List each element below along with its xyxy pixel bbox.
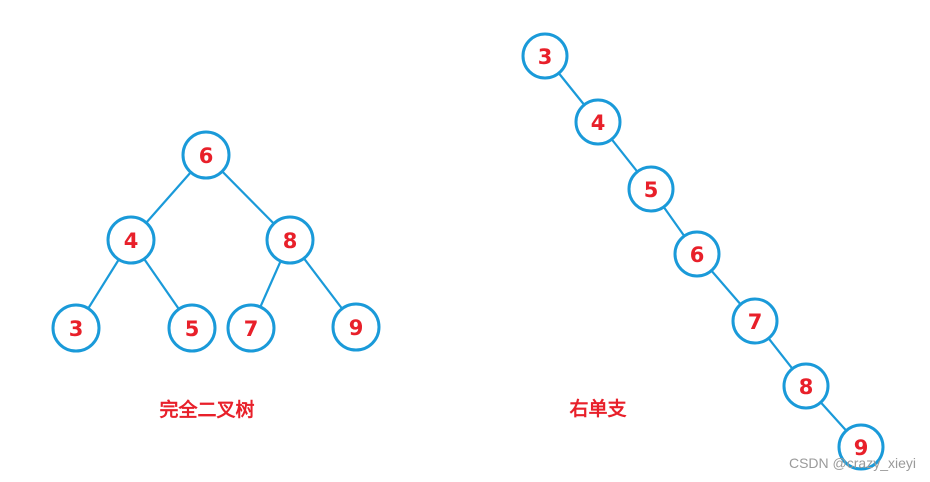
node-label: 6	[690, 243, 705, 267]
tree-node: 6	[181, 130, 231, 180]
node-circle	[673, 230, 721, 278]
node-circle	[226, 303, 276, 353]
node-label: 9	[854, 436, 869, 460]
tree-node: 3	[521, 32, 569, 80]
nodes: 6 4 8 3 5 7 9	[51, 130, 381, 353]
right-skewed-tree-diagram: 3 4 5 6 7 8 9 右单支	[521, 32, 885, 471]
node-circle	[51, 303, 101, 353]
node-circle	[181, 130, 231, 180]
tree-node: 4	[574, 98, 622, 146]
node-label: 3	[538, 45, 553, 69]
tree-node: 8	[265, 215, 315, 265]
node-circle	[574, 98, 622, 146]
node-label: 5	[185, 317, 200, 341]
tree-node: 5	[627, 165, 675, 213]
nodes: 3 4 5 6 7 8 9	[521, 32, 885, 471]
node-circle	[521, 32, 569, 80]
node-circle	[106, 215, 156, 265]
tree-node: 3	[51, 303, 101, 353]
node-label: 3	[69, 317, 84, 341]
node-circle	[331, 302, 381, 352]
tree-node: 7	[731, 297, 779, 345]
tree-node: 9	[837, 423, 885, 471]
node-label: 4	[124, 229, 139, 253]
node-circle	[627, 165, 675, 213]
watermark: CSDN @crazy_xieyi	[789, 455, 916, 471]
node-circle	[731, 297, 779, 345]
caption-complete-binary-tree: 完全二叉树	[159, 398, 254, 421]
node-circle	[782, 362, 830, 410]
node-circle	[265, 215, 315, 265]
tree-node: 8	[782, 362, 830, 410]
node-label: 7	[748, 310, 763, 334]
node-label: 4	[591, 111, 606, 135]
node-label: 7	[244, 317, 259, 341]
tree-node: 7	[226, 303, 276, 353]
caption-right-skewed-tree: 右单支	[568, 397, 627, 420]
node-circle	[837, 423, 885, 471]
tree-node: 6	[673, 230, 721, 278]
tree-node: 5	[167, 303, 217, 353]
node-label: 6	[199, 144, 214, 168]
node-label: 8	[283, 229, 298, 253]
node-label: 5	[644, 178, 659, 202]
node-label: 8	[799, 375, 814, 399]
node-circle	[167, 303, 217, 353]
tree-node: 9	[331, 302, 381, 352]
complete-binary-tree-diagram: 6 4 8 3 5 7 9 完全二叉树	[51, 130, 381, 421]
node-label: 9	[349, 316, 364, 340]
tree-node: 4	[106, 215, 156, 265]
